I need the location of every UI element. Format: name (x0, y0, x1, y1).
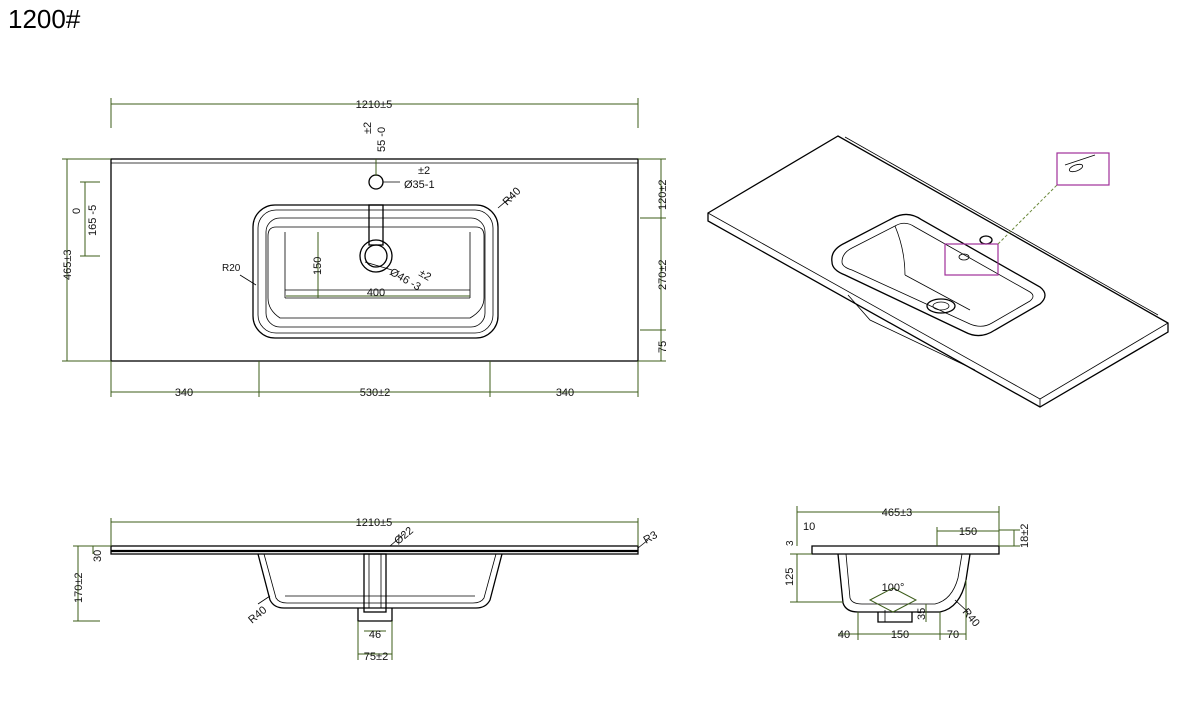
label-inner-width: 400 (367, 287, 385, 299)
front-r40-leader (257, 595, 271, 605)
side-label-150: 150 (959, 526, 977, 538)
drain-outer (359, 239, 393, 273)
iso-tap-hole (979, 235, 993, 245)
front-label-dia: Ø22 (392, 525, 416, 548)
highlight-box-detail (1056, 152, 1110, 186)
detail-leader (997, 184, 1058, 245)
side-label-step: 3 (785, 540, 796, 546)
side-label-125: 125 (784, 568, 796, 586)
label-r40: R40 (501, 185, 524, 208)
front-bowl-outer (257, 553, 503, 609)
label-right-margin: 340 (556, 387, 574, 399)
front-label-r3: R3 (642, 529, 660, 546)
iso-basin-inner (841, 222, 1034, 327)
front-overflow-inner (368, 553, 382, 609)
label-front-margin: 75 (657, 341, 669, 353)
label-tap-dia: Ø35-1 (404, 179, 435, 191)
front-label-46: 46 (369, 629, 381, 641)
front-label-thickness: 30 (92, 550, 104, 562)
front-view (73, 518, 649, 660)
highlight-box-overflow (944, 243, 999, 276)
label-back-margin: 120±2 (657, 179, 669, 210)
countertop-outline (110, 158, 639, 362)
basin-wall (265, 217, 486, 328)
label-left-margin: 340 (175, 387, 193, 399)
label-basin-width: 530±2 (360, 387, 391, 399)
basin-floor (267, 226, 485, 319)
side-bowl-inner (845, 553, 963, 605)
top-view-labels: 1210±5 ±2 55 -0 ±2 Ø35-1 R40 R20 150 400… (62, 99, 669, 399)
label-depth: 465±3 (62, 249, 74, 280)
tap-hole (368, 174, 384, 190)
label-drain-tol: ±2 (417, 267, 434, 283)
side-label-back-lip: 10 (803, 521, 815, 533)
iso-basin-floor-edge (904, 274, 971, 311)
side-view (790, 506, 1020, 640)
iso-drain (926, 298, 956, 314)
label-tap-zone-bottom: 165 -5 (87, 205, 99, 236)
front-drain (357, 608, 393, 622)
label-tap-dia-tol: ±2 (418, 165, 430, 177)
iso-back-lip (844, 136, 1159, 316)
r20-leader (239, 274, 257, 286)
iso-overflow (958, 253, 970, 261)
iso-drain-inner (932, 301, 950, 311)
label-r20: R20 (222, 263, 241, 274)
iso-countertop (707, 135, 1169, 408)
top-view (62, 98, 666, 397)
iso-underside (847, 294, 976, 371)
front-dia-leader (389, 533, 405, 547)
detail-edge (1064, 154, 1096, 166)
front-label-width: 1210±5 (356, 517, 393, 529)
iso-basin-wall (894, 225, 906, 276)
side-label-70: 70 (947, 629, 959, 641)
label-basin-depth: 270±2 (657, 259, 669, 290)
label-drain-dia: Ø46 -3 (388, 266, 423, 293)
side-label-bottom-width: 150 (891, 629, 909, 641)
label-overall-width: 1210±5 (356, 99, 393, 111)
basin-rim (257, 209, 494, 334)
isometric-view (707, 135, 1169, 408)
side-label-r40: R40 (960, 606, 982, 629)
front-label-r40: R40 (246, 604, 269, 626)
side-label-40: 40 (838, 629, 850, 641)
detail-slot (1068, 163, 1084, 173)
side-angle-marker (868, 587, 918, 613)
front-r3-leader (637, 539, 649, 549)
label-inner-depth: 150 (312, 257, 324, 275)
drain-leader (364, 261, 393, 271)
side-label-angle: 100° (882, 582, 905, 594)
label-tap-offset-tol: ±2 (362, 122, 374, 134)
iso-basin-outer (831, 213, 1046, 337)
side-label-thickness: 18±2 (1019, 524, 1031, 548)
drawing-title: 1200# (8, 4, 81, 34)
side-bowl-outer (837, 553, 971, 613)
side-drain (877, 612, 913, 623)
side-label-35: 35 (916, 608, 928, 620)
drain-inner (364, 244, 388, 268)
front-label-75: 75±2 (364, 651, 388, 663)
side-label-depth: 465±3 (882, 507, 913, 519)
side-view-labels: 465±3 10 150 18±2 3 125 100° 35 R40 40 1… (784, 507, 1031, 641)
side-slab (811, 545, 1000, 555)
front-view-labels: 1210±5 R3 Ø22 30 170±2 R40 46 75±2 (73, 517, 660, 663)
front-bowl-inner (263, 553, 497, 604)
front-label-height: 170±2 (73, 572, 85, 603)
overflow-slot (368, 204, 384, 246)
label-tap-offset: 55 -0 (376, 127, 388, 152)
iso-top-front-edge (707, 212, 1169, 400)
label-tap-zone-top: 0 (71, 208, 83, 214)
r40-leader (497, 195, 513, 209)
